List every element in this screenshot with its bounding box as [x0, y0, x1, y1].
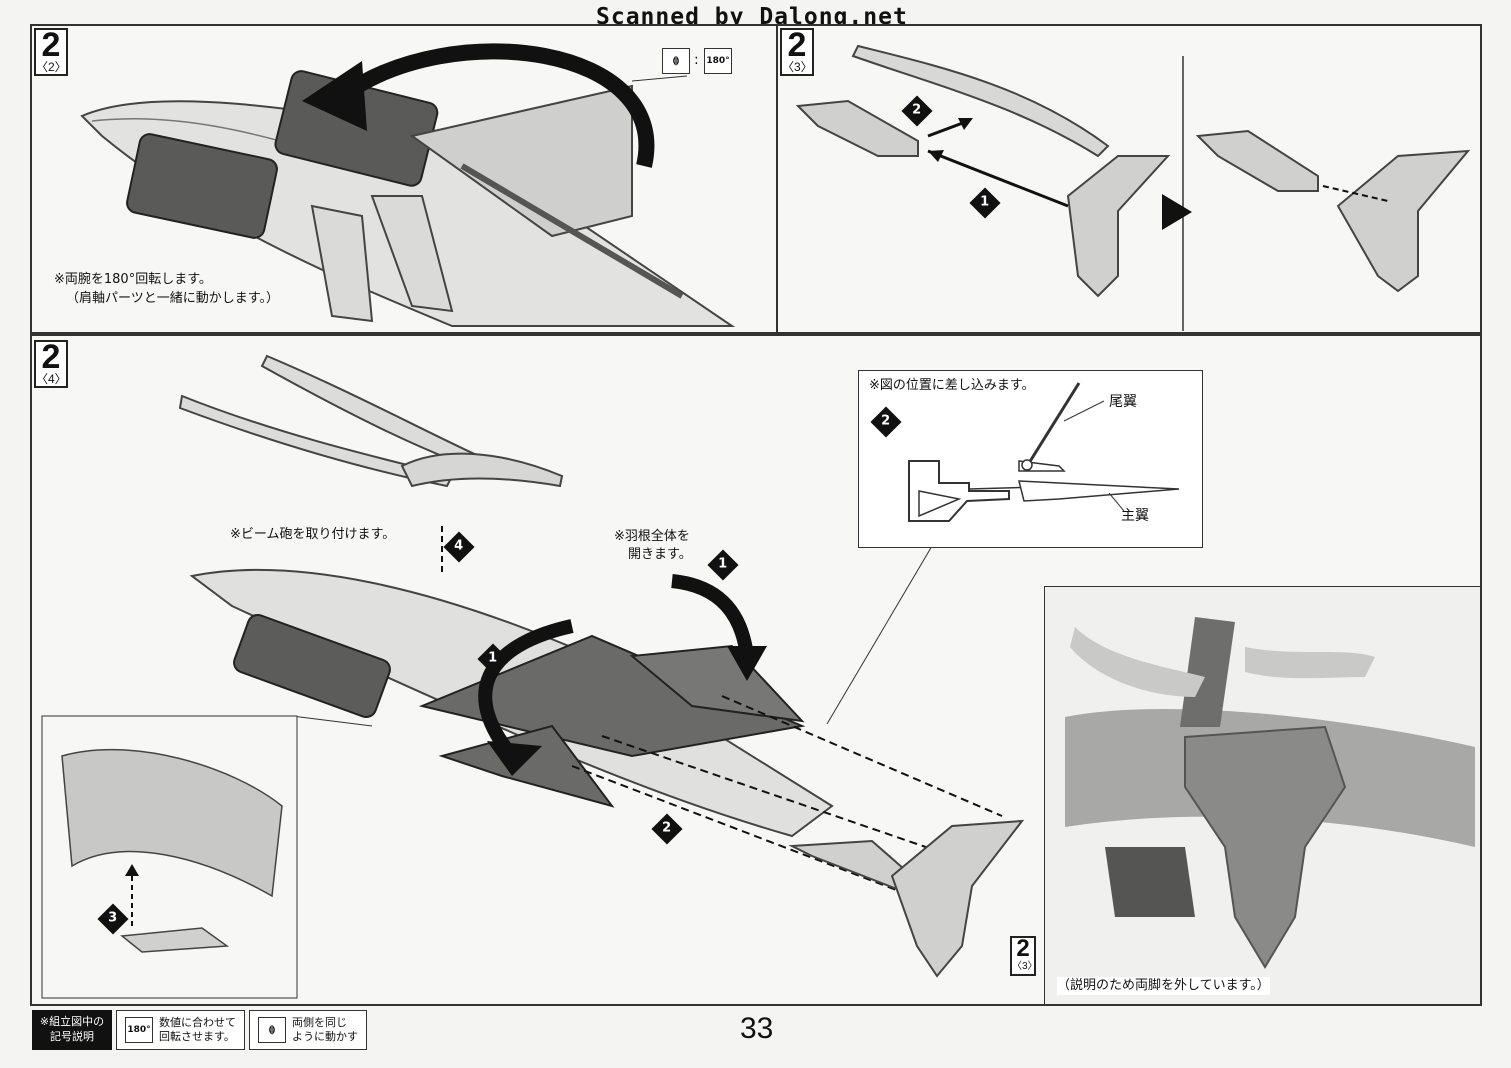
main-wing-label: 主翼	[1121, 508, 1149, 524]
step-substep: 〈2〉	[34, 60, 68, 76]
colon-separator: :	[694, 52, 699, 68]
wing-open-note-line2: 開きます。	[628, 547, 692, 562]
legend-item-rotate-line1: 数値に合わせて	[159, 1016, 236, 1029]
legend-item-mirror-line1: 両側を同じ	[292, 1016, 347, 1029]
panel-step-2-4: 2 〈4〉	[30, 334, 1482, 1006]
panel-step-2-3: 2 〈3〉 1 2	[776, 24, 1482, 334]
beam-gun-note: ※ビーム砲を取り付けます。	[230, 527, 396, 542]
tail-wing-label: 尾翼	[1109, 394, 1137, 410]
rotate-180-icon: 180°	[704, 48, 732, 74]
fighter-arm-rotation-illustration	[80, 43, 736, 327]
rotation-note-line1: ※両腕を180°回転します。	[54, 272, 212, 287]
rotation-note-line2: （肩軸パーツと一緒に動かします。）	[66, 291, 279, 306]
step-substep: 〈3〉	[780, 60, 814, 76]
assembled-photo-image	[1045, 587, 1480, 1004]
legend-item-mirror-line2: ように動かす	[292, 1030, 358, 1043]
wing-cross-section-diagram	[908, 382, 1180, 522]
rotate-180-icon: 180°	[125, 1017, 153, 1043]
wing-insert-callout: ※図の位置に差し込みます。 2 尾翼 主翼	[858, 370, 1203, 548]
panel-step-2-2: 2 〈2〉 ⟬⟭ : 180° ※両腕を180°回転します。 （肩軸パーツと一緒…	[30, 24, 778, 334]
legend-heading-line1: ※組立図中の	[39, 1015, 105, 1028]
mirror-both-sides-icon: ⟬⟭	[258, 1017, 286, 1043]
wing-open-note-line1: ※羽根全体を	[614, 529, 690, 544]
page-number: 33	[740, 1012, 774, 1045]
ref-step-number: 2	[1010, 936, 1036, 962]
legend-item-rotate-line2: 回転させます。	[159, 1030, 235, 1043]
fighter-wing-assembly-illustration	[41, 354, 1025, 999]
callout-note: ※図の位置に差し込みます。	[869, 378, 1035, 393]
ref-step-substep: 〈3〉	[1010, 960, 1038, 976]
legend-item-mirror: ⟬⟭ 両側を同じ ように動かす	[249, 1010, 367, 1050]
photo-caption: （説明のため両脚を外しています。）	[1057, 977, 1270, 995]
arrow-right-icon	[1162, 194, 1192, 230]
assembled-photo: （説明のため両脚を外しています。）	[1044, 586, 1480, 1004]
step-number: 2	[34, 28, 68, 62]
step-number: 2	[780, 28, 814, 62]
symbol-legend: ※組立図中の 記号説明 180° 数値に合わせて 回転させます。 ⟬⟭ 両側を同…	[32, 1010, 367, 1050]
legend-heading: ※組立図中の 記号説明	[32, 1010, 112, 1050]
legend-heading-line2: 記号説明	[50, 1030, 94, 1043]
mirror-both-sides-icon: ⟬⟭	[662, 48, 690, 74]
step-substep: 〈4〉	[34, 372, 68, 388]
stand-assembly-illustration	[795, 44, 1471, 331]
legend-item-rotate: 180° 数値に合わせて 回転させます。	[116, 1010, 245, 1050]
